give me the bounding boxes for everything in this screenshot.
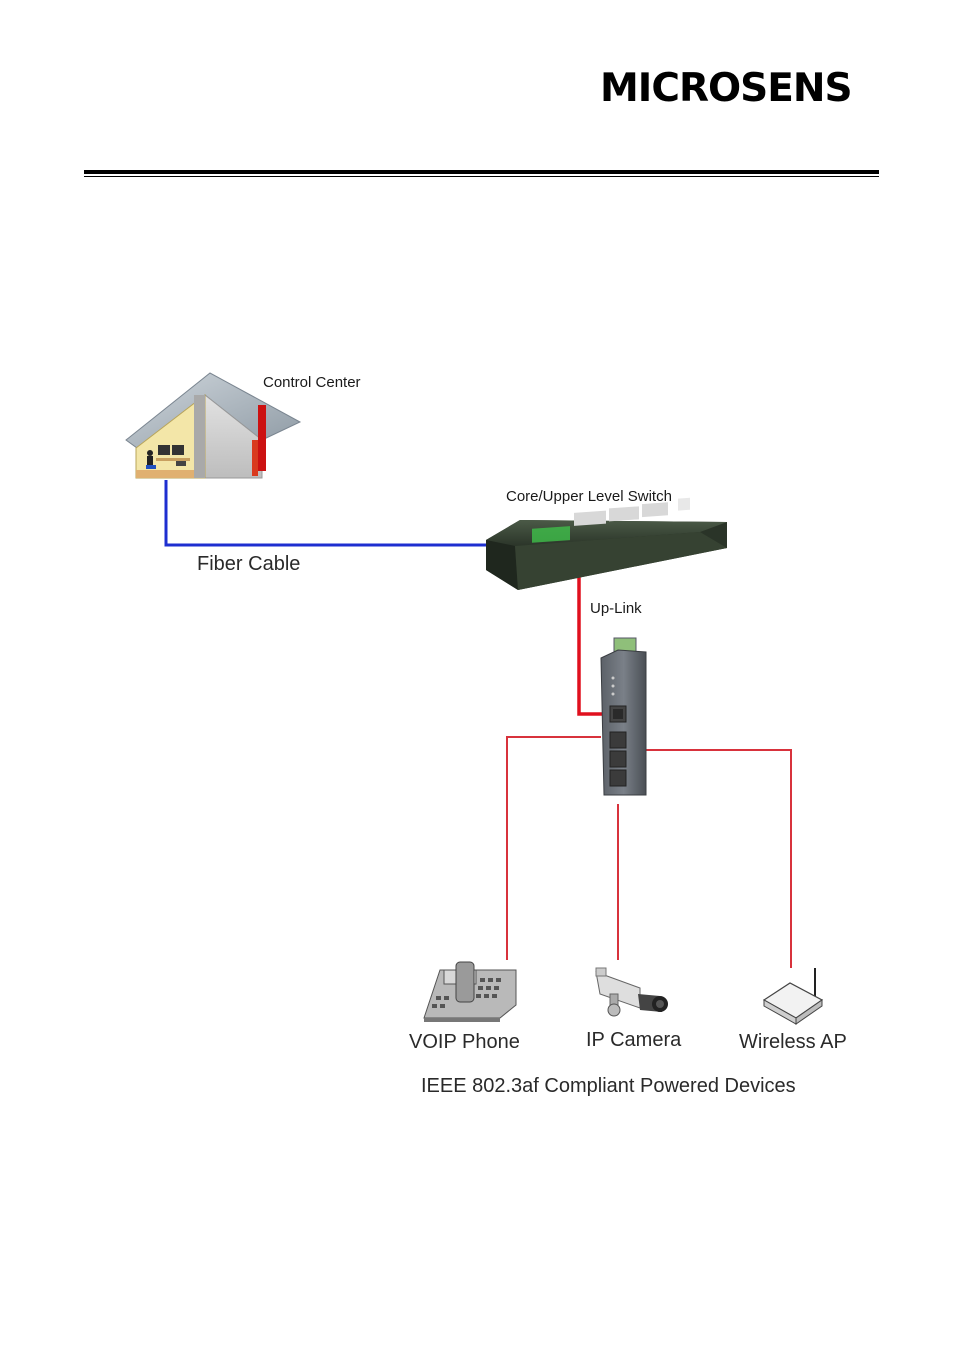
ip-camera-label: IP Camera xyxy=(586,1029,682,1051)
wireless-ap-icon xyxy=(762,968,824,1025)
poe-link-phone xyxy=(506,736,601,960)
header-rule xyxy=(84,170,879,174)
fiber-cable-line xyxy=(164,480,490,547)
camera-icon xyxy=(595,967,668,1017)
voip-phone-label: VOIP Phone xyxy=(409,1031,520,1053)
poe-switch-icon xyxy=(600,637,647,796)
core-switch-label: Core/Upper Level Switch xyxy=(506,488,672,505)
poe-link-ap xyxy=(646,749,792,968)
core-switch-icon xyxy=(486,497,727,590)
uplink-label: Up-Link xyxy=(590,600,642,617)
brand-logo: MICROSENS xyxy=(600,66,853,111)
header-rule-thin xyxy=(84,176,879,177)
diagram-caption: IEEE 802.3af Compliant Powered Devices xyxy=(421,1075,796,1097)
control-center-house-icon xyxy=(125,372,302,479)
phone-icon xyxy=(423,961,517,1022)
control-center-label: Control Center xyxy=(263,374,361,391)
wireless-ap-label: Wireless AP xyxy=(739,1031,847,1053)
fiber-cable-label: Fiber Cable xyxy=(197,553,301,575)
uplink-line xyxy=(577,576,611,716)
